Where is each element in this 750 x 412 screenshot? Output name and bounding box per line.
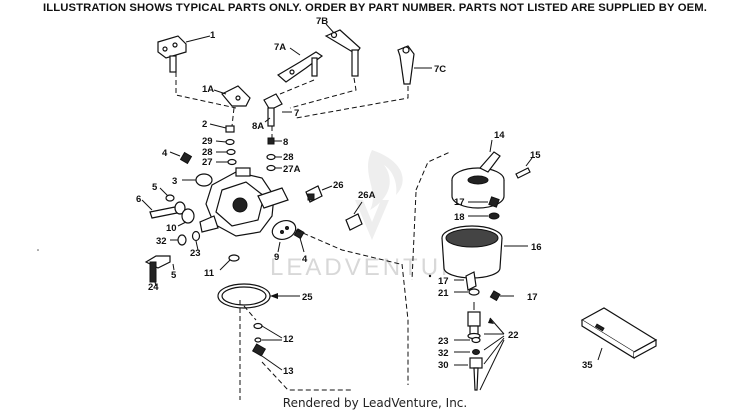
callout-9: 9 [274, 252, 279, 263]
part-32-oring-right [472, 349, 480, 355]
part-4-screw-top [179, 151, 193, 165]
callout-10: 10 [166, 223, 177, 234]
callout-29: 29 [202, 136, 213, 147]
callout-8: 8 [283, 137, 288, 148]
callout-6: 6 [136, 194, 141, 205]
part-21-washer [468, 288, 480, 296]
callout-18: 18 [454, 212, 465, 223]
part-4-screw-right [293, 228, 305, 240]
part-24-needle-valve [144, 255, 171, 283]
part-9-choke-plate [271, 219, 297, 241]
watermark-flame-logo [355, 150, 403, 240]
callout-15: 15 [530, 150, 541, 161]
callout-7A: 7A [274, 42, 286, 53]
carburetor-body [199, 167, 289, 237]
part-26A-spring [345, 213, 363, 231]
callout-1A: 1A [202, 84, 214, 95]
callout-4-top: 4 [162, 148, 168, 159]
callout-26A: 26A [358, 190, 376, 201]
callout-27A: 27A [283, 164, 301, 175]
callout-13: 13 [283, 366, 294, 377]
part-17-screw-upper [488, 196, 500, 208]
part-1A-bracket [221, 85, 251, 107]
part-26-fitting [305, 185, 323, 203]
part-1-throttle-bracket [157, 35, 187, 73]
part-5-spring-top [165, 194, 175, 202]
callout-30: 30 [438, 360, 449, 371]
callout-35: 35 [582, 360, 593, 371]
part-7B-lever [324, 29, 361, 77]
parts-notice: ILLUSTRATION SHOWS TYPICAL PARTS ONLY. O… [42, 2, 708, 14]
callout-16: 16 [531, 242, 542, 253]
part-7C-lever [397, 45, 415, 85]
part-16-fuel-bowl [441, 225, 503, 279]
part-2-spring [225, 125, 235, 133]
callout-25: 25 [302, 292, 313, 303]
part-15-pin [515, 167, 531, 179]
callout-27: 27 [202, 157, 213, 168]
callout-14: 14 [494, 130, 505, 141]
part-8-screw [266, 137, 276, 172]
part-25-gasket-ring [217, 283, 271, 309]
callout-21: 21 [438, 288, 449, 299]
callout-5-bottom: 5 [171, 270, 177, 281]
callout-17-upper: 17 [454, 197, 465, 208]
part-22-main-jet-assembly [467, 311, 481, 340]
callout-12: 12 [283, 334, 294, 345]
part-13-bolt [251, 343, 267, 357]
part-35-repair-kit [580, 307, 658, 360]
callout-1: 1 [210, 30, 216, 41]
part-32-oring-left [177, 234, 187, 246]
callout-2: 2 [202, 119, 207, 130]
callout-11: 11 [204, 268, 215, 279]
callout-17-right: 17 [527, 292, 538, 303]
part-7-shaft [263, 93, 283, 127]
part-6-needle-assembly [149, 201, 186, 219]
part-23-washer-right [471, 336, 481, 344]
part-10-seal [181, 208, 195, 224]
part-7A-lever [276, 51, 324, 83]
callout-32-left: 32 [156, 236, 167, 247]
part-3-throttle-plate [195, 173, 213, 187]
callout-22: 22 [508, 330, 519, 341]
callout-28-right: 28 [283, 152, 294, 163]
callout-23-right: 23 [438, 336, 449, 347]
callout-7C: 7C [434, 64, 446, 75]
callout-32-right: 32 [438, 348, 449, 359]
callout-7B: 7B [316, 16, 328, 27]
callout-7: 7 [294, 108, 299, 119]
callout-8A: 8A [252, 121, 264, 132]
callout-3: 3 [172, 176, 177, 187]
render-credit: Rendered by LeadVenture, Inc. [282, 396, 468, 410]
part-17-screw-mid [465, 271, 477, 291]
part-30-needle [469, 357, 483, 391]
part-12-washer-set [253, 322, 263, 343]
callout-17-mid: 17 [438, 276, 449, 287]
part-29-28-27-washers [225, 138, 237, 166]
callout-23-left: 23 [190, 248, 201, 259]
part-23-washer-left [191, 230, 201, 242]
callout-4-right: 4 [302, 254, 308, 265]
part-17-screw-right [489, 290, 501, 302]
part-11-gasket [228, 254, 240, 262]
callout-28-left: 28 [202, 147, 213, 158]
callout-24: 24 [148, 282, 159, 293]
part-18-washer [488, 212, 500, 220]
callout-5-top: 5 [152, 182, 158, 193]
callout-26: 26 [333, 180, 344, 191]
